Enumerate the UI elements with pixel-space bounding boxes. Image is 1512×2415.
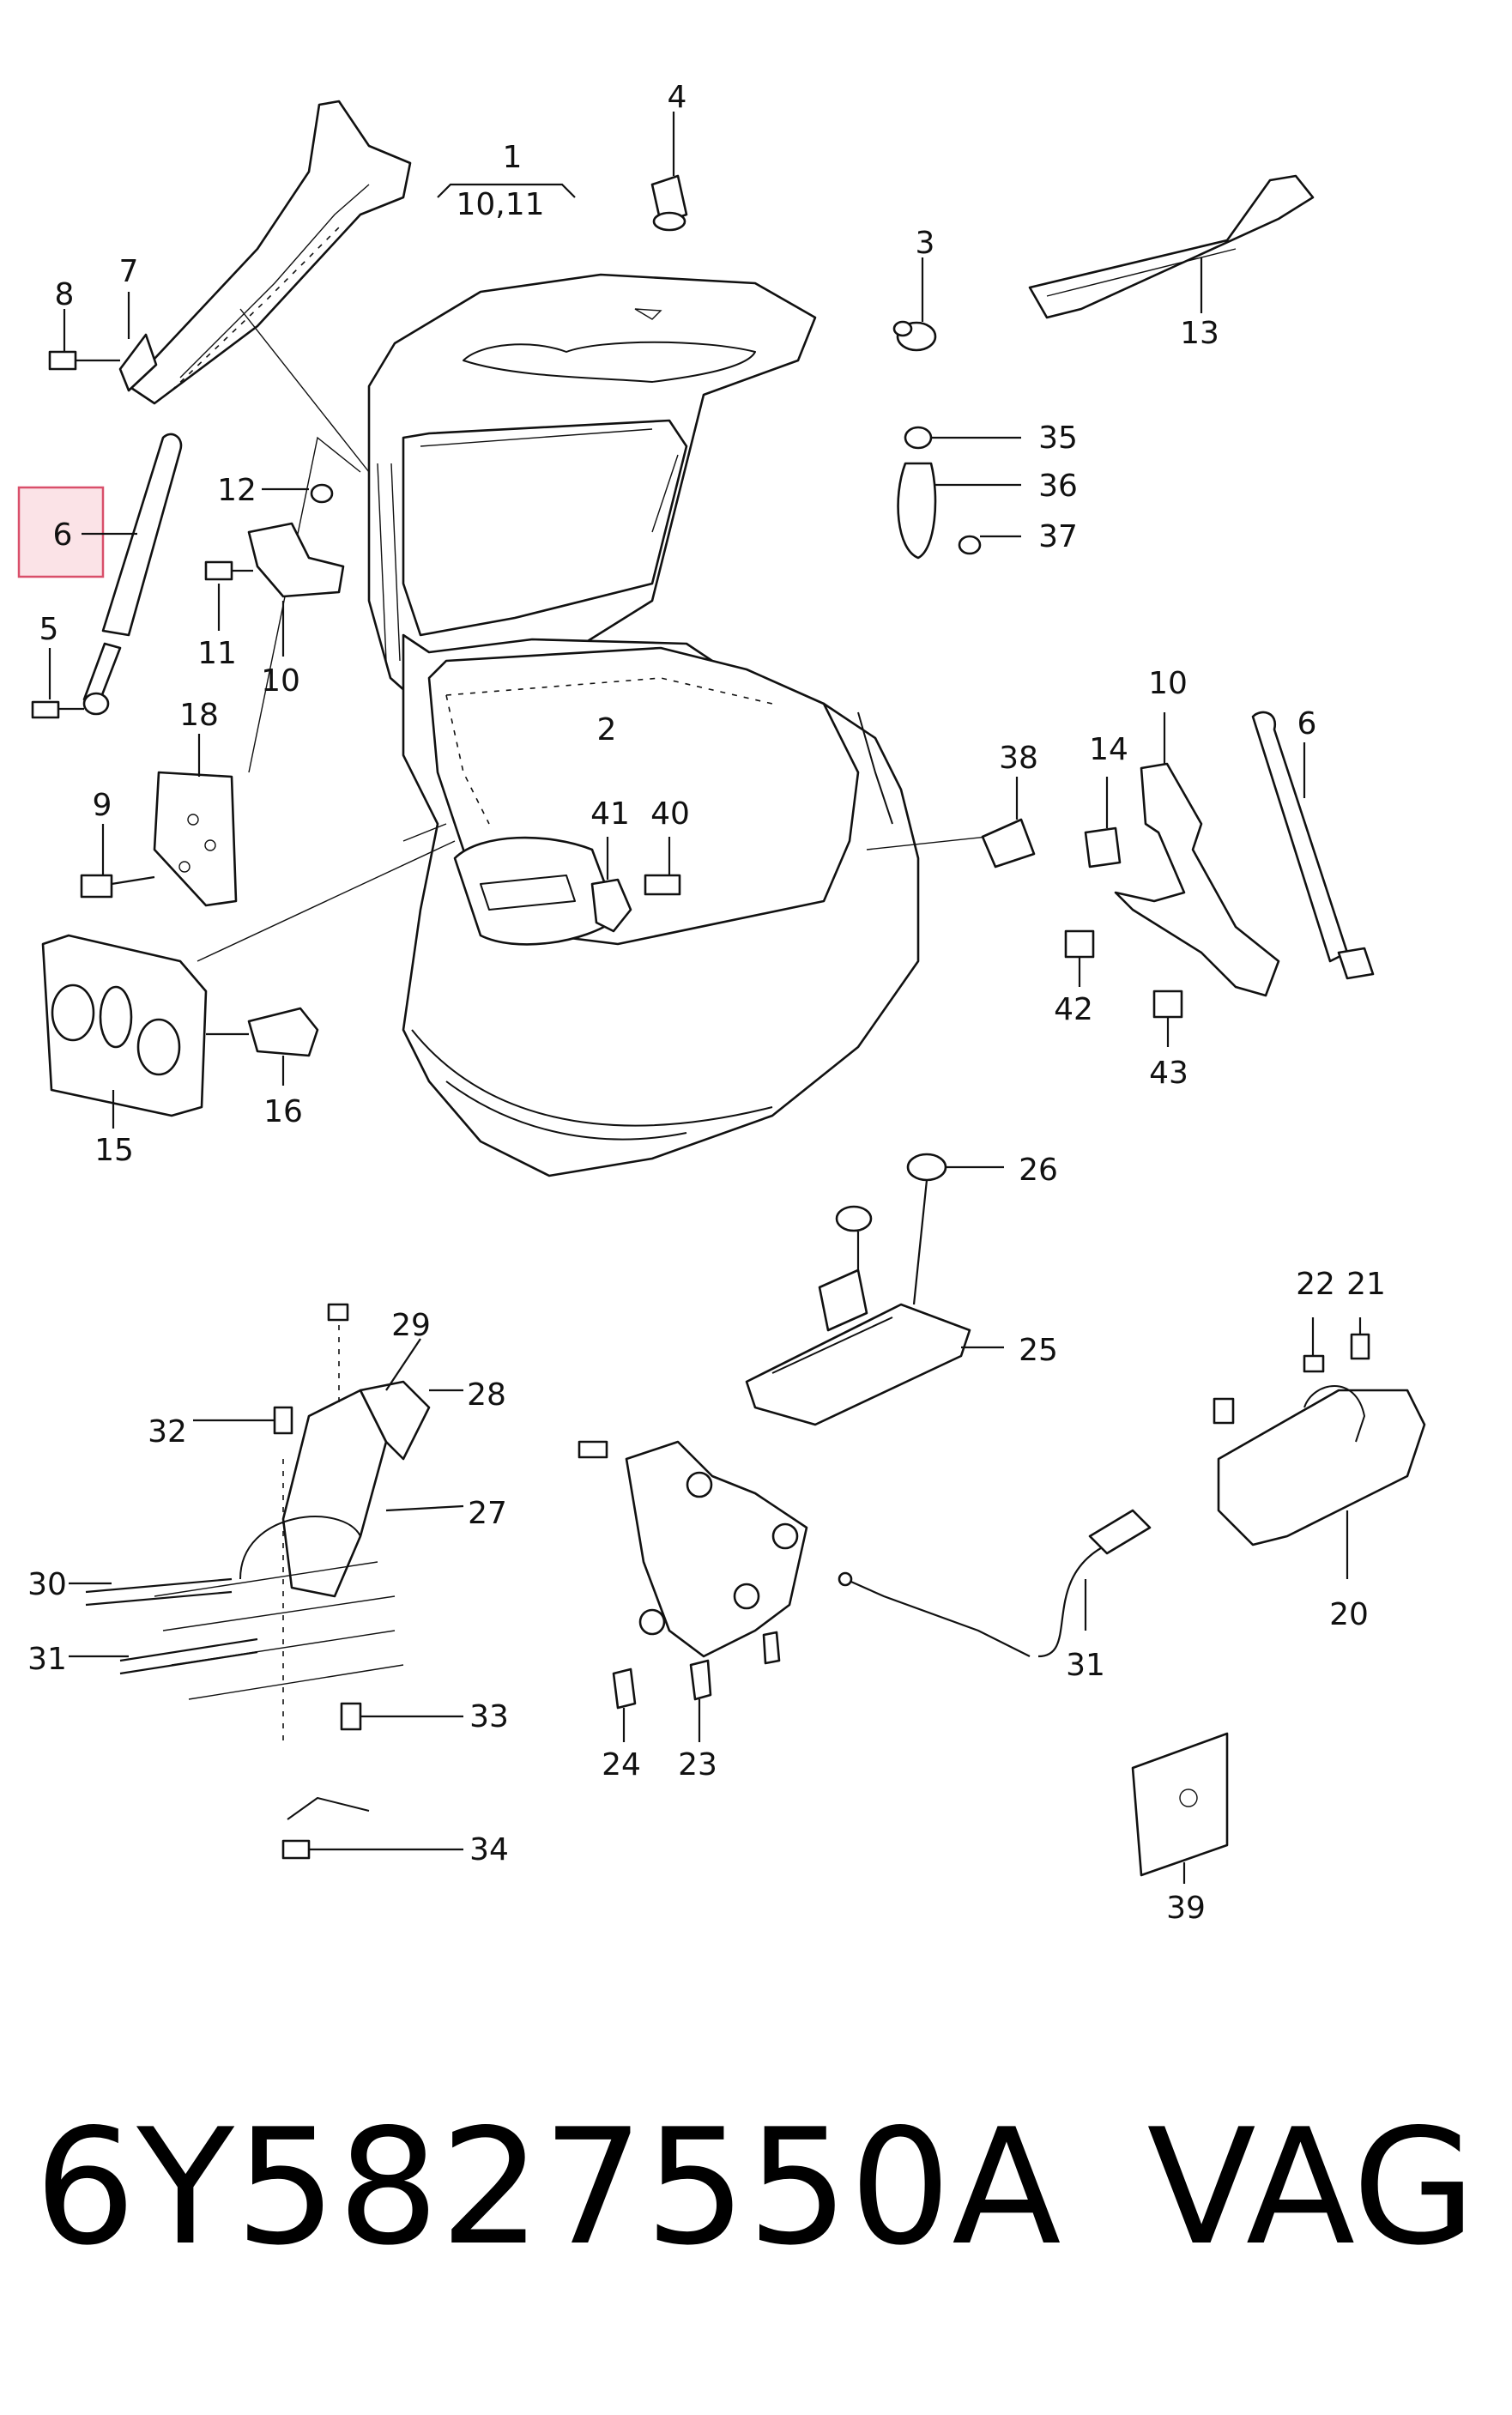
parts-9-18-pad xyxy=(80,734,238,907)
brand-name: VAG xyxy=(1146,2094,1476,2280)
callout-15: 15 xyxy=(94,1133,134,1168)
callout-14: 14 xyxy=(1089,732,1128,767)
callout-26: 26 xyxy=(1019,1153,1058,1188)
callout-16: 16 xyxy=(263,1094,303,1129)
part-3-nut xyxy=(892,257,937,352)
parts-10-11-12-hinge xyxy=(204,483,345,657)
callout-28: 28 xyxy=(467,1377,506,1413)
callout-37: 37 xyxy=(1038,519,1078,554)
part-38-pad xyxy=(981,777,1036,869)
callout-35: 35 xyxy=(1038,421,1078,456)
callout-23: 23 xyxy=(678,1747,717,1782)
callout-42: 42 xyxy=(1054,992,1093,1027)
parts-25-26-handle xyxy=(745,1153,1004,1426)
tailgate-drawing xyxy=(127,100,988,1177)
callout-labels: 1 10,11 2 3 4 5 6 6 7 8 9 10 10 11 12 13… xyxy=(27,80,1386,1926)
callout-3: 3 xyxy=(916,226,935,261)
callout-30: 30 xyxy=(27,1567,67,1602)
callout-6: 6 xyxy=(1297,706,1317,741)
callout-39: 39 xyxy=(1166,1891,1206,1926)
part-number: 6Y5827550A xyxy=(34,2094,1062,2280)
part-4-clip xyxy=(650,112,688,232)
callout-31-right: 31 xyxy=(1066,1648,1105,1683)
callout-13: 13 xyxy=(1180,316,1219,351)
parts-40-41 xyxy=(590,837,681,933)
callout-43: 43 xyxy=(1149,1056,1188,1091)
callout-18: 18 xyxy=(179,698,219,733)
callout-5: 5 xyxy=(39,612,59,647)
callout-1: 1 xyxy=(503,140,523,175)
parts-23-24-lock xyxy=(578,1440,808,1742)
part-39-label xyxy=(1131,1732,1229,1884)
callout-7: 7 xyxy=(119,254,139,289)
callout-8: 8 xyxy=(55,277,75,312)
part-13-spoiler xyxy=(1028,174,1315,319)
part-5-bolt xyxy=(31,648,84,719)
parts-20-21-22-latch xyxy=(1213,1317,1426,1579)
callout-6-highlighted: 6 xyxy=(53,518,73,553)
callout-36: 36 xyxy=(1038,469,1078,504)
parts-35-37-strap xyxy=(897,426,1021,560)
callout-12: 12 xyxy=(217,473,257,508)
callout-40: 40 xyxy=(650,796,690,832)
callout-21: 21 xyxy=(1346,1267,1386,1302)
callout-34: 34 xyxy=(469,1832,509,1867)
callout-11: 11 xyxy=(197,636,237,671)
callout-29: 29 xyxy=(391,1308,431,1343)
callout-1-sub: 10,11 xyxy=(456,187,544,222)
callout-9: 9 xyxy=(93,788,112,823)
callout-22: 22 xyxy=(1296,1267,1335,1302)
parts-15-16-housing xyxy=(41,934,319,1129)
callout-31-left: 31 xyxy=(27,1642,67,1677)
callout-10-right: 10 xyxy=(1148,666,1188,701)
callout-2: 2 xyxy=(597,712,617,748)
callout-24: 24 xyxy=(602,1747,641,1782)
parts-6-10-14-right xyxy=(1084,711,1375,997)
parts-27-34-mechanism xyxy=(69,1303,464,1860)
footer: 6Y5827550A VAG xyxy=(34,2094,1493,2291)
callout-4: 4 xyxy=(668,80,687,115)
callout-33: 33 xyxy=(469,1699,509,1734)
callout-32: 32 xyxy=(148,1414,187,1450)
part-31-cable xyxy=(838,1509,1152,1658)
callout-41: 41 xyxy=(590,796,630,832)
parts-7-8 xyxy=(48,292,158,392)
parts-42-43-bolts xyxy=(1064,929,1183,1047)
callout-10-left: 10 xyxy=(261,663,300,699)
callout-25: 25 xyxy=(1019,1333,1058,1368)
callout-20: 20 xyxy=(1329,1597,1369,1632)
callout-27: 27 xyxy=(468,1496,507,1531)
callout-38: 38 xyxy=(999,741,1038,776)
part-6-gas-strut-left xyxy=(17,433,183,716)
